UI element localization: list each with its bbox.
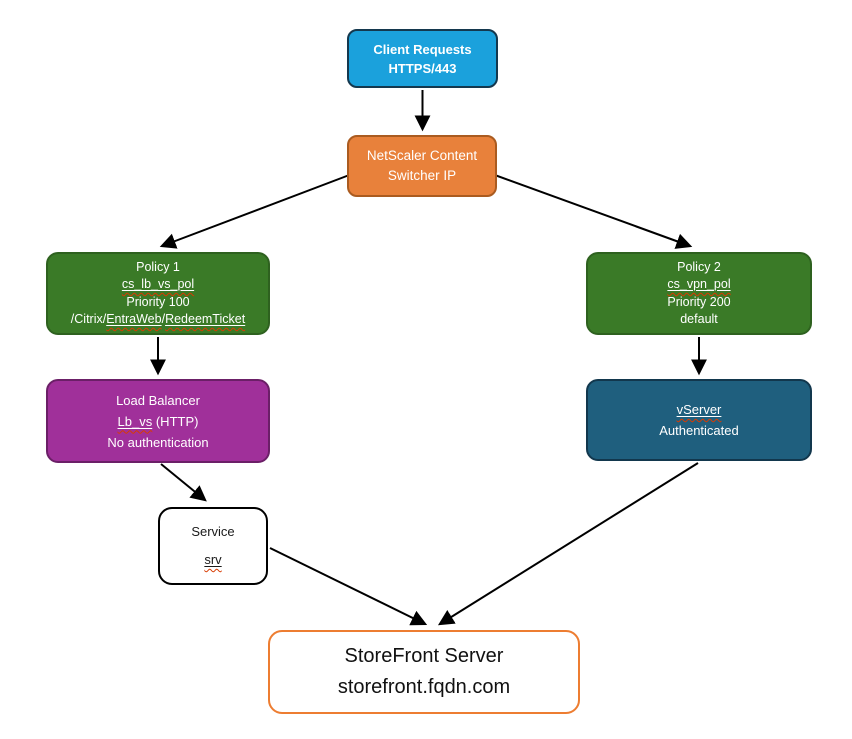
client-requests-label: Client Requests xyxy=(373,41,472,57)
loadbalancer-title: Load Balancer xyxy=(116,392,200,408)
arrow-netscaler-to-policy1 xyxy=(159,173,353,249)
policy2-rule: default xyxy=(680,312,718,326)
netscaler-label-line1: NetScaler Content xyxy=(366,148,478,163)
policy1-title: Policy 1 xyxy=(136,259,180,274)
vserver-auth: Authenticated xyxy=(659,423,739,438)
node-policy-1: Policy 1 cs_lb_vs_pol Priority 100 /Citr… xyxy=(46,252,270,335)
service-title: Service xyxy=(191,524,235,539)
node-client-requests: Client Requests HTTPS/443 xyxy=(347,29,498,88)
policy2-title: Policy 2 xyxy=(677,259,721,274)
node-policy-2: Policy 2 cs_vpn_pol Priority 200 default xyxy=(586,252,812,335)
policy2-name: cs_vpn_pol xyxy=(667,277,731,291)
arrow-netscaler-to-policy2 xyxy=(491,173,693,249)
node-netscaler-content-switcher: NetScaler Content Switcher IP xyxy=(347,135,497,197)
node-storefront-server: StoreFront Server storefront.fqdn.com xyxy=(268,630,580,714)
node-load-balancer: Load Balancer Lb_vs (HTTP) No authentica… xyxy=(46,379,270,463)
policy1-path: /Citrix/EntraWeb/RedeemTicket xyxy=(70,312,246,326)
client-requests-port: HTTPS/443 xyxy=(388,60,457,76)
loadbalancer-auth: No authentication xyxy=(107,434,209,450)
policy1-priority: Priority 100 xyxy=(126,294,190,309)
vserver-name: vServer xyxy=(676,402,722,417)
arrow-vserver-to-storefront xyxy=(437,462,699,626)
node-vserver: vServer Authenticated xyxy=(586,379,812,461)
arrow-loadbalancer-to-service xyxy=(160,463,207,502)
node-service: Service srv xyxy=(158,507,268,585)
loadbalancer-name: Lb_vs (HTTP) xyxy=(117,413,199,429)
storefront-fqdn: storefront.fqdn.com xyxy=(337,676,511,698)
policy1-name: cs_lb_vs_pol xyxy=(121,277,195,291)
storefront-title: StoreFront Server xyxy=(344,645,504,667)
netscaler-label-line2: Switcher IP xyxy=(387,168,457,183)
policy2-priority: Priority 200 xyxy=(667,294,731,309)
arrow-service-to-storefront xyxy=(269,547,428,626)
service-name: srv xyxy=(204,552,222,567)
